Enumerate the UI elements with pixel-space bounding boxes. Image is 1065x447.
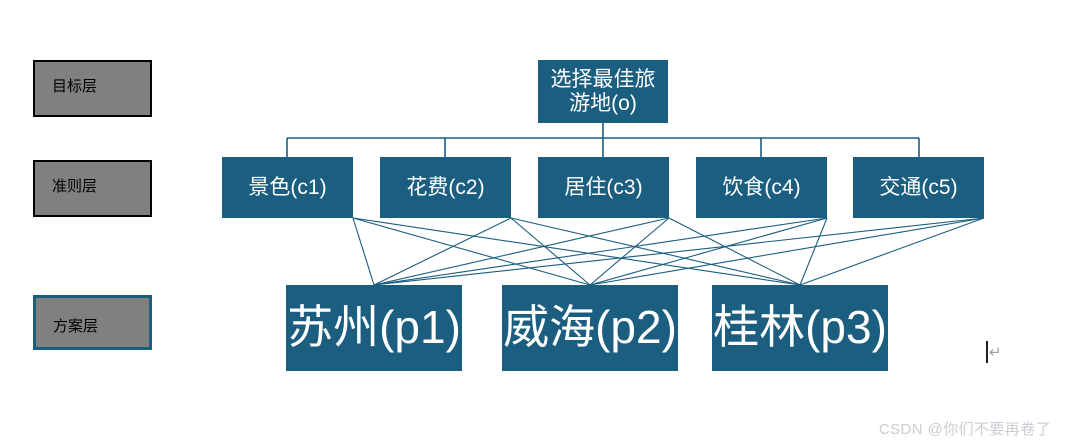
node-criterion-c3[interactable]: 居住(c3) bbox=[538, 157, 669, 218]
paragraph-mark-icon: ↵ bbox=[989, 344, 1002, 361]
node-alternative-p3[interactable]: 桂林(p3) bbox=[712, 285, 888, 371]
node-criterion-c5-label: 交通(c5) bbox=[879, 175, 958, 199]
layer-label-criteria-text: 准则层 bbox=[52, 178, 98, 195]
edge-c2-p3 bbox=[510, 217, 801, 286]
node-goal-label: 选择最佳旅游地(o) bbox=[550, 67, 656, 115]
edge-c4-p2 bbox=[589, 217, 828, 286]
node-criterion-c4-label: 饮食(c4) bbox=[722, 175, 801, 199]
node-criterion-c3-label: 居住(c3) bbox=[564, 175, 643, 199]
edge-c1-p2 bbox=[352, 217, 591, 286]
edge-c3-p2 bbox=[589, 217, 670, 286]
edge-c5-p2 bbox=[589, 217, 985, 286]
edge-c2-p2 bbox=[510, 217, 591, 286]
layer-label-alternatives-text: 方案层 bbox=[53, 318, 99, 335]
caret-bar bbox=[986, 341, 988, 363]
node-criterion-c4[interactable]: 饮食(c4) bbox=[696, 157, 827, 218]
edge-c2-p1 bbox=[373, 217, 512, 286]
layer-label-goal-text: 目标层 bbox=[52, 78, 98, 95]
edge-c4-p3 bbox=[799, 217, 828, 286]
node-alternative-p2[interactable]: 威海(p2) bbox=[502, 285, 678, 371]
node-criterion-c2[interactable]: 花费(c2) bbox=[380, 157, 511, 218]
layer-label-goal[interactable]: 目标层 bbox=[33, 60, 152, 117]
edge-c1-p3 bbox=[352, 217, 801, 286]
layer-label-criteria[interactable]: 准则层 bbox=[33, 160, 152, 217]
watermark: CSDN @你们不要再卷了 bbox=[878, 421, 1051, 438]
text-caret-icon: ↵ bbox=[986, 341, 1004, 365]
node-criterion-c1[interactable]: 景色(c1) bbox=[222, 157, 353, 218]
node-alternative-p1-label: 苏州(p1) bbox=[287, 301, 461, 354]
edge-c3-p1 bbox=[373, 217, 670, 286]
node-criterion-c5[interactable]: 交通(c5) bbox=[853, 157, 984, 218]
edge-c4-p1 bbox=[373, 217, 828, 286]
edge-c1-p1 bbox=[352, 217, 375, 286]
edge-c5-p3 bbox=[799, 217, 985, 286]
layer-label-alternatives[interactable]: 方案层 bbox=[33, 295, 152, 350]
edge-c5-p1 bbox=[373, 217, 985, 286]
node-criterion-c1-label: 景色(c1) bbox=[248, 175, 327, 199]
edge-c3-p3 bbox=[668, 217, 801, 286]
node-alternative-p2-label: 威海(p2) bbox=[503, 301, 677, 354]
node-criterion-c2-label: 花费(c2) bbox=[406, 175, 485, 199]
node-alternative-p3-label: 桂林(p3) bbox=[713, 301, 887, 354]
node-goal[interactable]: 选择最佳旅游地(o) bbox=[538, 60, 668, 123]
node-alternative-p1[interactable]: 苏州(p1) bbox=[286, 285, 462, 371]
